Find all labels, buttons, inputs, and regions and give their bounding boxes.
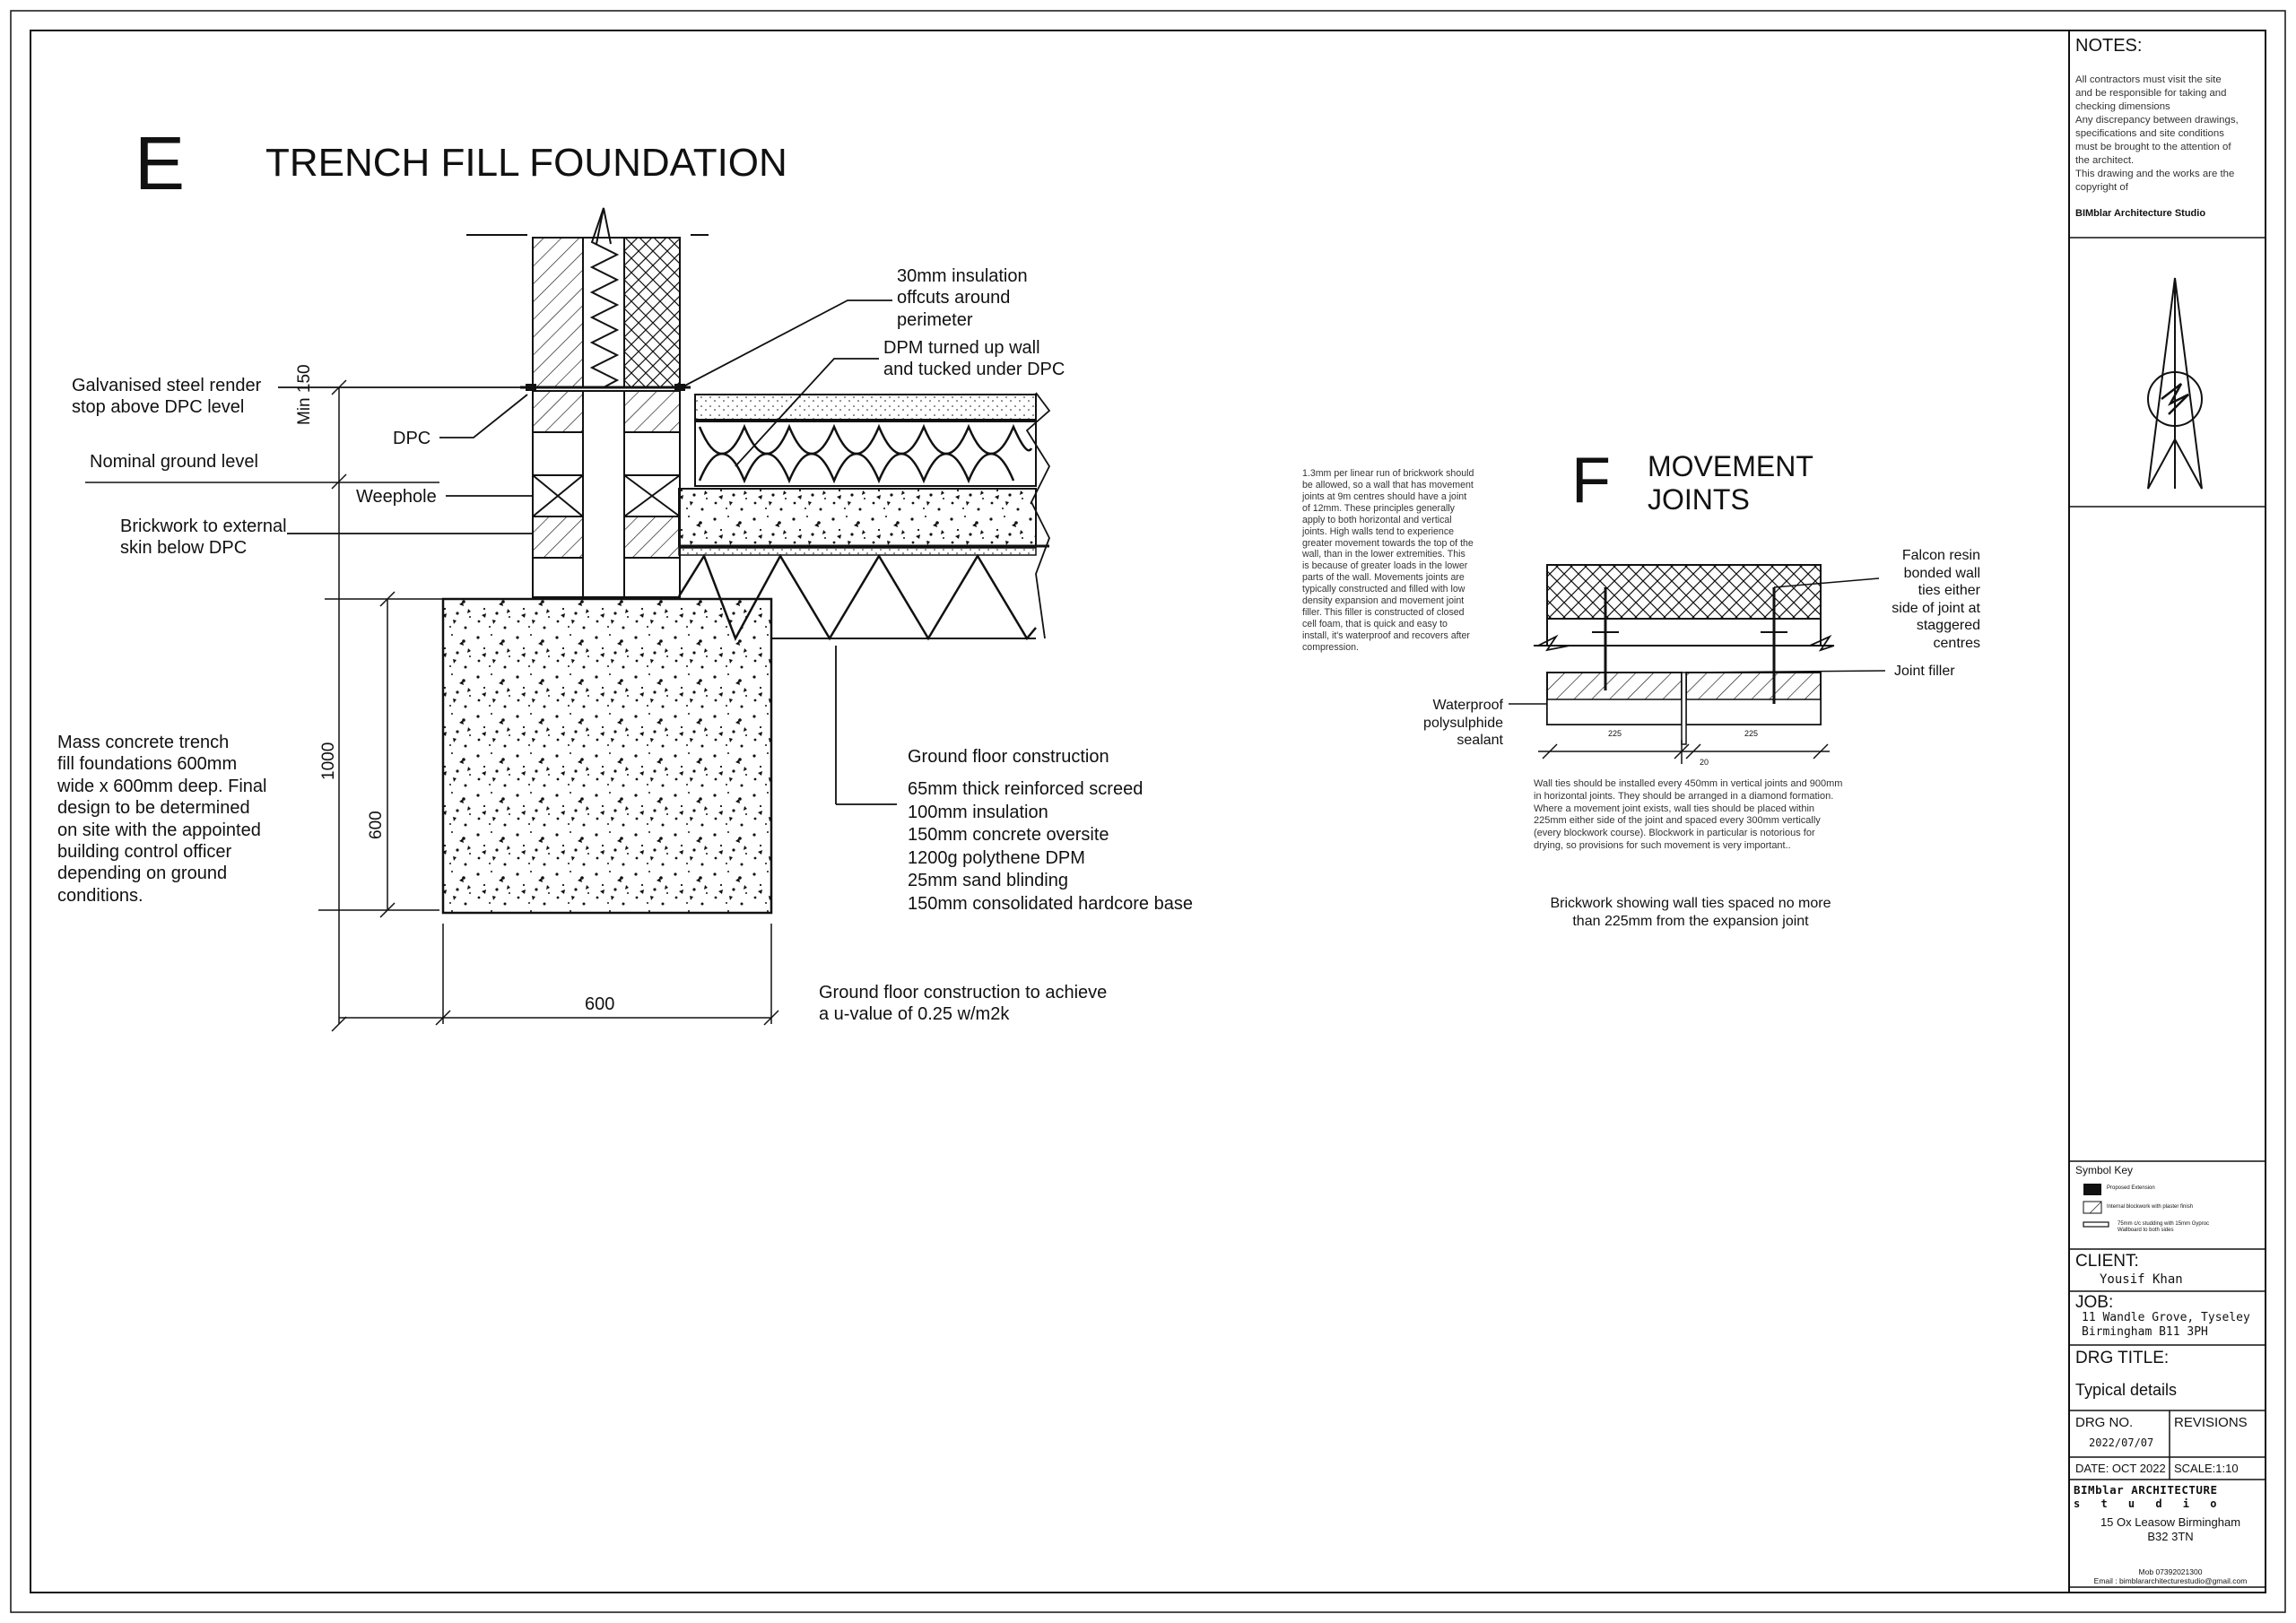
drg-no-value: 2022/07/07 bbox=[2089, 1436, 2154, 1449]
floor-layer: 150mm consolidated hardcore base bbox=[908, 893, 1193, 914]
leader-lines bbox=[278, 299, 897, 805]
floor-layer: 100mm insulation bbox=[908, 802, 1048, 822]
label-ground-level: Nominal ground level bbox=[90, 452, 258, 472]
label-mass-concrete: Mass concrete trench fill foundations 60… bbox=[57, 733, 267, 906]
trench-fill-section bbox=[85, 207, 1051, 1032]
detail-e-title: TRENCH FILL FOUNDATION bbox=[265, 141, 787, 185]
notes-company: BIMblar Architecture Studio bbox=[2075, 208, 2206, 219]
label-joint-filler: Joint filler bbox=[1894, 664, 1955, 679]
detail-f-intro: 1.3mm per linear run of brickwork should… bbox=[1302, 468, 1474, 653]
detail-e-letter: E bbox=[135, 121, 186, 205]
cavity-insulation-zigzag bbox=[589, 207, 620, 388]
upper-brick-course bbox=[1546, 564, 1822, 620]
company-mobile: Mob 07392021300 bbox=[2138, 1567, 2203, 1576]
concrete-trench-fill bbox=[441, 597, 773, 915]
dimension-lines bbox=[325, 379, 779, 1032]
revisions-label: REVISIONS bbox=[2174, 1415, 2248, 1430]
notes-body: All contractors must visit the site and … bbox=[2075, 74, 2239, 194]
dim-1000: 1000 bbox=[319, 742, 338, 780]
movement-joint-section bbox=[1509, 564, 1886, 764]
inner-border bbox=[30, 30, 2266, 1593]
dim-225-right: 225 bbox=[1744, 729, 1759, 738]
outer-border bbox=[10, 10, 2286, 1613]
dim-min150: Min 150 bbox=[295, 364, 314, 425]
company-email: Email : bimblararchitecturestudio@gmail.… bbox=[2093, 1576, 2248, 1585]
symbol-internal-blockwork bbox=[2083, 1201, 2102, 1214]
label-brickwork-external: Brickwork to external skin below DPC bbox=[120, 516, 287, 559]
symbol-key-item: Internal blockwork with plaster finish bbox=[2107, 1204, 2194, 1210]
outer-brickwork bbox=[623, 237, 681, 388]
date-value: DATE: OCT 2022 bbox=[2075, 1462, 2166, 1475]
ground-floor-build-up bbox=[677, 392, 1051, 641]
floor-layer: 150mm concrete oversite bbox=[908, 825, 1109, 846]
floor-layer: 25mm sand blinding bbox=[908, 871, 1068, 891]
drg-no-label: DRG NO. bbox=[2075, 1415, 2134, 1430]
title-block-grid bbox=[2069, 237, 2266, 1588]
drg-title-label: DRG TITLE: bbox=[2075, 1349, 2170, 1367]
job-label: JOB: bbox=[2075, 1293, 2114, 1312]
dim-600-vertical: 600 bbox=[367, 811, 386, 839]
wall-ties bbox=[1592, 587, 1787, 704]
label-falcon-ties: Falcon resin bonded wall ties either sid… bbox=[1892, 548, 1980, 651]
label-dpm-turned: DPM turned up wall and tucked under DPC bbox=[883, 338, 1065, 380]
inner-blockwork bbox=[532, 237, 584, 388]
symbol-key-heading: Symbol Key bbox=[2075, 1164, 2134, 1176]
north-arrow bbox=[2147, 277, 2203, 490]
notes-heading: NOTES: bbox=[2075, 36, 2143, 56]
drg-title-value: Typical details bbox=[2075, 1381, 2178, 1399]
dim-600-horizontal: 600 bbox=[585, 994, 615, 1014]
joint-filler bbox=[1681, 672, 1687, 745]
company-sub: s t u d i o bbox=[2074, 1497, 2224, 1510]
dim-20-gap: 20 bbox=[1700, 758, 1709, 767]
detail-f-title: MOVEMENT JOINTS bbox=[1648, 450, 1813, 516]
label-dpc: DPC bbox=[393, 429, 431, 448]
label-weephole: Weephole bbox=[356, 487, 437, 507]
client-value: Yousif Khan bbox=[2100, 1272, 2183, 1287]
label-insulation-offcuts: 30mm insulation offcuts around perimeter bbox=[897, 266, 1028, 330]
symbol-studding bbox=[2083, 1221, 2109, 1228]
label-sealant: Waterproof polysulphide sealant bbox=[1423, 698, 1503, 749]
floor-layers-list: 65mm thick reinforced screed 100mm insul… bbox=[908, 778, 1193, 916]
title-block: NOTES: All contractors must visit the si… bbox=[2071, 30, 2270, 1593]
client-label: CLIENT: bbox=[2075, 1252, 2139, 1271]
detail-f-caption: Brickwork showing wall ties spaced no mo… bbox=[1550, 896, 1831, 929]
scale-value: SCALE:1:10 bbox=[2174, 1462, 2239, 1475]
label-render-stop: Galvanised steel render stop above DPC l… bbox=[72, 376, 262, 418]
symbol-proposed-extension bbox=[2083, 1184, 2101, 1195]
symbol-key-item: 75mm c/c studding with 15mm Gyproc Wallb… bbox=[2118, 1221, 2210, 1234]
label-u-value: Ground floor construction to achieve a u… bbox=[819, 983, 1108, 1025]
brickwork-below-dpc bbox=[532, 390, 681, 598]
detail-f-ties-text: Wall ties should be installed every 450m… bbox=[1534, 778, 1843, 851]
floor-layer: 65mm thick reinforced screed bbox=[908, 779, 1144, 799]
company-name: BIMblar ARCHITECTURE bbox=[2074, 1483, 2218, 1497]
label-floor-heading: Ground floor construction bbox=[908, 747, 1109, 767]
floor-layer: 1200g polythene DPM bbox=[908, 847, 1085, 868]
symbol-key-item: Proposed Extension bbox=[2107, 1185, 2155, 1191]
company-address: 15 Ox Leasow Birmingham B32 3TN bbox=[2100, 1515, 2241, 1544]
dim-225-left: 225 bbox=[1608, 729, 1622, 738]
job-value: 11 Wandle Grove, Tyseley Birmingham B11 … bbox=[2082, 1311, 2250, 1340]
detail-f-letter: F bbox=[1571, 445, 1611, 516]
